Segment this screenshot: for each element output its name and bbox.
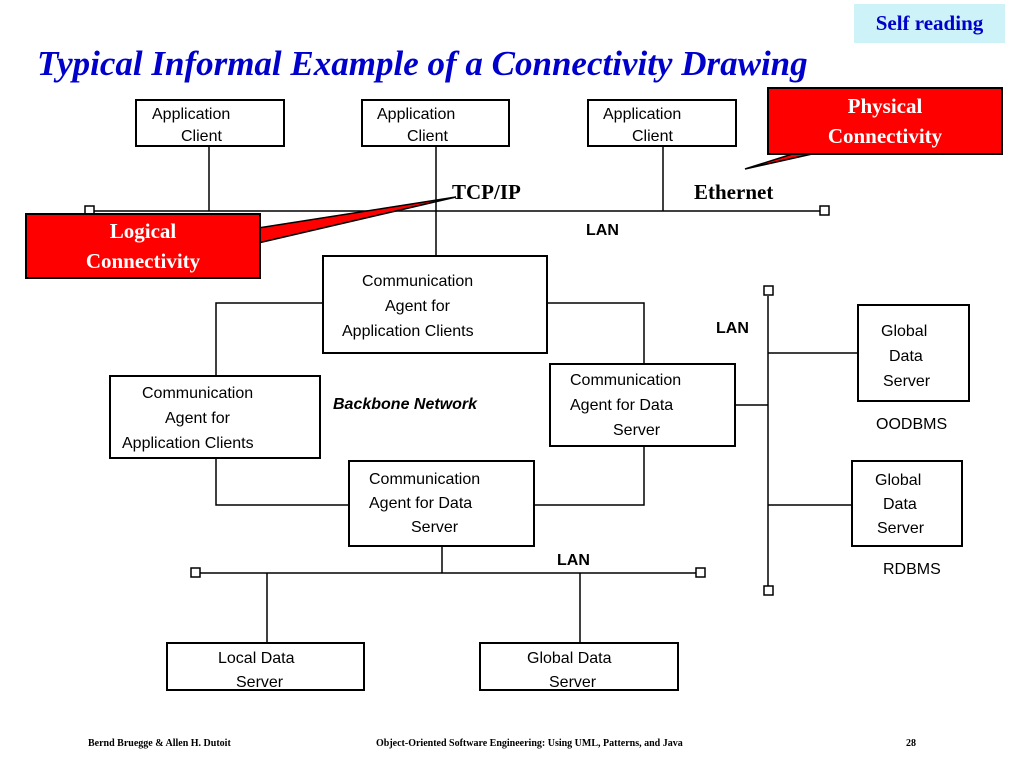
callout-line: Physical: [847, 94, 923, 118]
oodbms-label: OODBMS: [876, 416, 948, 433]
terminator-right-top: [763, 285, 774, 296]
ethernet-label: Ethernet: [694, 180, 774, 204]
local-data-server-node: Local Data Server: [166, 642, 365, 691]
physical-connectivity-callout: Physical Connectivity: [767, 87, 1003, 155]
callout-line: Connectivity: [827, 124, 943, 148]
backbone-left-lower: [215, 458, 349, 506]
node-line: Communication: [142, 385, 254, 402]
node-line: Server: [613, 422, 661, 439]
communication-agent-data-bottom: Communication Agent for Data Server: [348, 460, 535, 547]
self-reading-badge: Self reading: [854, 4, 1005, 43]
terminator-top-right: [819, 205, 830, 216]
node-line: Application: [603, 106, 682, 123]
application-client-node: Application Client: [361, 99, 510, 147]
slide-title: Typical Informal Example of a Connectivi…: [37, 44, 808, 83]
node-line: Communication: [369, 471, 481, 488]
node-line: Agent for Data: [570, 397, 674, 414]
node-line: Server: [236, 674, 284, 691]
node-line: Local Data: [218, 650, 295, 667]
rdbms-label: RDBMS: [883, 561, 941, 578]
lan-label-top: LAN: [586, 222, 619, 239]
node-line: Server: [549, 674, 597, 691]
backbone-right-lower: [535, 446, 645, 506]
logical-callout-pointer: [257, 196, 457, 244]
node-line: Client: [407, 128, 448, 145]
node-line: Application Clients: [342, 323, 474, 340]
tcpip-label: TCP/IP: [452, 180, 521, 204]
footer-page-number: 28: [906, 738, 916, 749]
node-line: Agent for: [385, 298, 450, 315]
lan-label-right: LAN: [716, 320, 749, 337]
node-line: Application: [152, 106, 231, 123]
node-line: Application: [377, 106, 456, 123]
node-line: Communication: [570, 372, 682, 389]
callout-line: Logical: [109, 219, 177, 243]
node-line: Application Clients: [122, 435, 254, 452]
backbone-network-label: Backbone Network: [333, 396, 478, 413]
node-line: Agent for: [165, 410, 230, 427]
global-data-server-rdbms: Global Data Server: [851, 460, 963, 547]
node-line: Global: [881, 323, 928, 340]
communication-agent-clients-top: Communication Agent for Application Clie…: [322, 255, 548, 354]
global-data-server-oodbms: Global Data Server: [857, 304, 970, 402]
node-line: Global: [875, 472, 922, 489]
node-line: Data: [883, 496, 917, 513]
node-line: Client: [181, 128, 222, 145]
backbone-right-upper: [547, 302, 645, 363]
communication-agent-clients-left: Communication Agent for Application Clie…: [109, 375, 321, 459]
communication-agent-data-right: Communication Agent for Data Server: [549, 363, 736, 447]
footer-book-title: Object-Oriented Software Engineering: Us…: [376, 738, 683, 749]
node-line: Data: [889, 348, 923, 365]
node-line: Server: [877, 520, 925, 537]
node-line: Agent for Data: [369, 495, 473, 512]
node-line: Server: [883, 373, 931, 390]
node-line: Communication: [362, 273, 474, 290]
global-data-server-bottom-node: Global Data Server: [479, 642, 679, 691]
footer-authors: Bernd Bruegge & Allen H. Dutoit: [88, 738, 231, 749]
node-line: Client: [632, 128, 673, 145]
terminator-bottom-left: [190, 567, 201, 578]
node-line: Global Data: [527, 650, 612, 667]
application-client-node: Application Client: [587, 99, 737, 147]
callout-line: Connectivity: [85, 249, 201, 273]
terminator-right-bottom: [763, 585, 774, 596]
node-line: Server: [411, 519, 459, 536]
backbone-left-upper: [215, 302, 322, 375]
logical-connectivity-callout: Logical Connectivity: [25, 213, 261, 279]
application-client-node: Application Client: [135, 99, 285, 147]
lan-label-bottom: LAN: [557, 552, 590, 569]
terminator-bottom-right: [695, 567, 706, 578]
